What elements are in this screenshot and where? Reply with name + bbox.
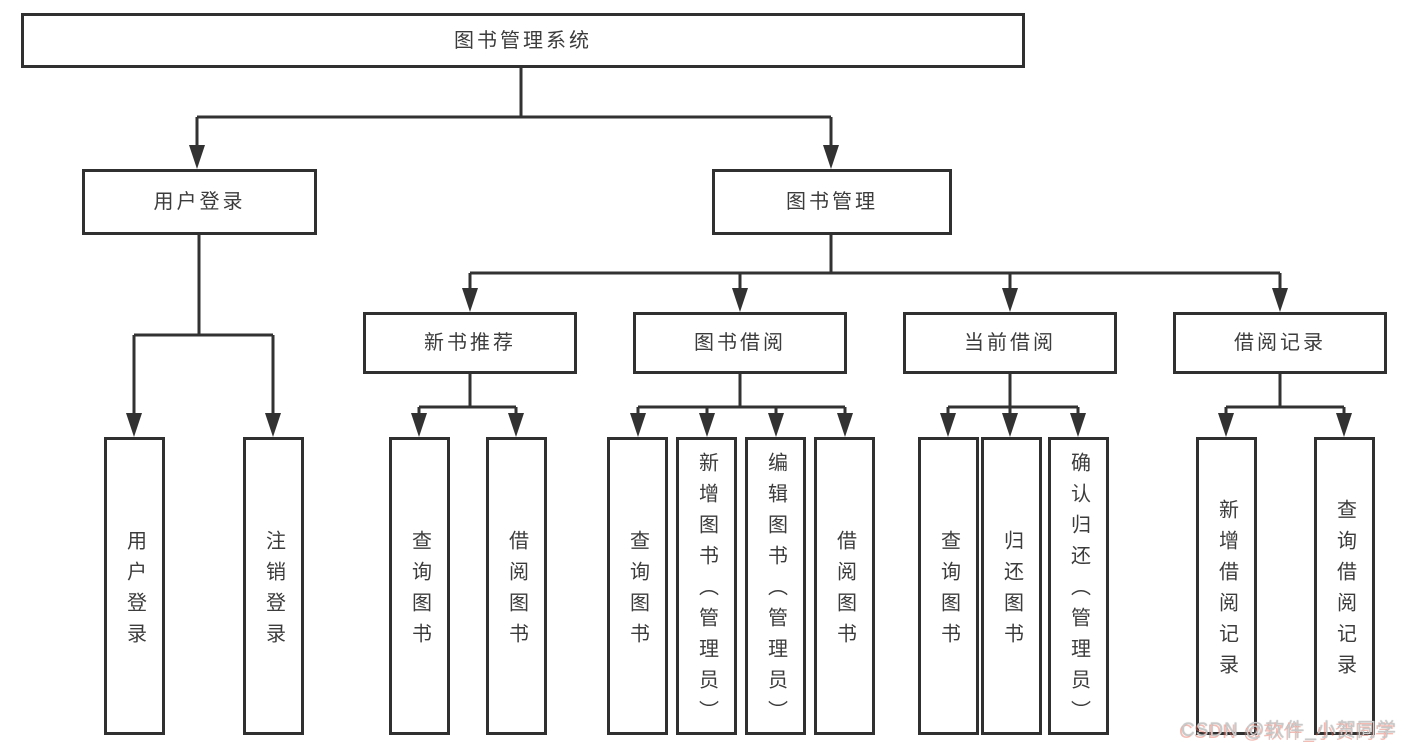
node-library-management-system: 图书管理系统 xyxy=(21,13,1025,68)
node-label: 新书推荐 xyxy=(424,332,516,354)
node-leaf-confirm-return-admin: 确认归还（管理员） xyxy=(1048,437,1109,735)
csdn-watermark: CSDN @软件_小贺同学 xyxy=(1181,720,1397,741)
connector-borrow-records xyxy=(1224,374,1346,418)
node-label: 查询图书 xyxy=(408,529,431,654)
node-label: 图书管理 xyxy=(786,191,878,213)
connector-user-login xyxy=(132,235,275,418)
node-label: 图书管理系统 xyxy=(454,29,592,52)
node-leaf-query-books-3: 查询图书 xyxy=(918,437,979,735)
node-label: 查询图书 xyxy=(937,529,960,654)
node-book-borrowing: 图书借阅 xyxy=(633,312,847,374)
arrowheads xyxy=(126,145,1352,437)
node-leaf-logout: 注销登录 xyxy=(243,437,304,735)
node-label: 用户登录 xyxy=(123,529,146,654)
node-label: 图书借阅 xyxy=(694,332,786,354)
node-borrowing-records: 借阅记录 xyxy=(1173,312,1387,374)
node-leaf-borrow-books-2: 借阅图书 xyxy=(814,437,875,735)
node-label: 用户登录 xyxy=(153,191,246,213)
node-book-management: 图书管理 xyxy=(712,169,952,235)
node-current-borrowing: 当前借阅 xyxy=(903,312,1117,374)
connector-new-book xyxy=(417,374,518,418)
node-label: 借阅记录 xyxy=(1234,332,1326,354)
node-leaf-query-books-2: 查询图书 xyxy=(607,437,668,735)
node-leaf-edit-book-admin: 编辑图书（管理员） xyxy=(745,437,806,735)
node-label: 编辑图书（管理员） xyxy=(764,452,787,731)
node-label: 新增图书（管理员） xyxy=(695,452,718,731)
connector-book-mgmt xyxy=(468,235,1282,293)
node-new-book-recommendation: 新书推荐 xyxy=(363,312,577,374)
node-leaf-add-book-admin: 新增图书（管理员） xyxy=(676,437,737,735)
node-user-login: 用户登录 xyxy=(82,169,317,235)
node-leaf-user-login: 用户登录 xyxy=(104,437,165,735)
node-label: 查询图书 xyxy=(626,529,649,654)
node-label: 注销登录 xyxy=(262,529,285,654)
node-leaf-query-borrow-record: 查询借阅记录 xyxy=(1314,437,1375,735)
node-leaf-return-book: 归还图书 xyxy=(981,437,1042,735)
node-leaf-borrow-books-1: 借阅图书 xyxy=(486,437,547,735)
node-label: 借阅图书 xyxy=(833,529,856,654)
node-leaf-query-books-1: 查询图书 xyxy=(389,437,450,735)
node-leaf-add-borrow-record: 新增借阅记录 xyxy=(1196,437,1257,735)
node-label: 新增借阅记录 xyxy=(1215,498,1238,685)
node-label: 当前借阅 xyxy=(964,332,1056,354)
node-label: 确认归还（管理员） xyxy=(1067,452,1090,731)
connector-current-borrow xyxy=(946,374,1080,418)
node-label: 查询借阅记录 xyxy=(1333,498,1356,685)
connector-root xyxy=(195,67,833,150)
node-label: 借阅图书 xyxy=(505,529,528,654)
node-label: 归还图书 xyxy=(1000,529,1023,654)
connector-book-borrow xyxy=(636,374,847,418)
